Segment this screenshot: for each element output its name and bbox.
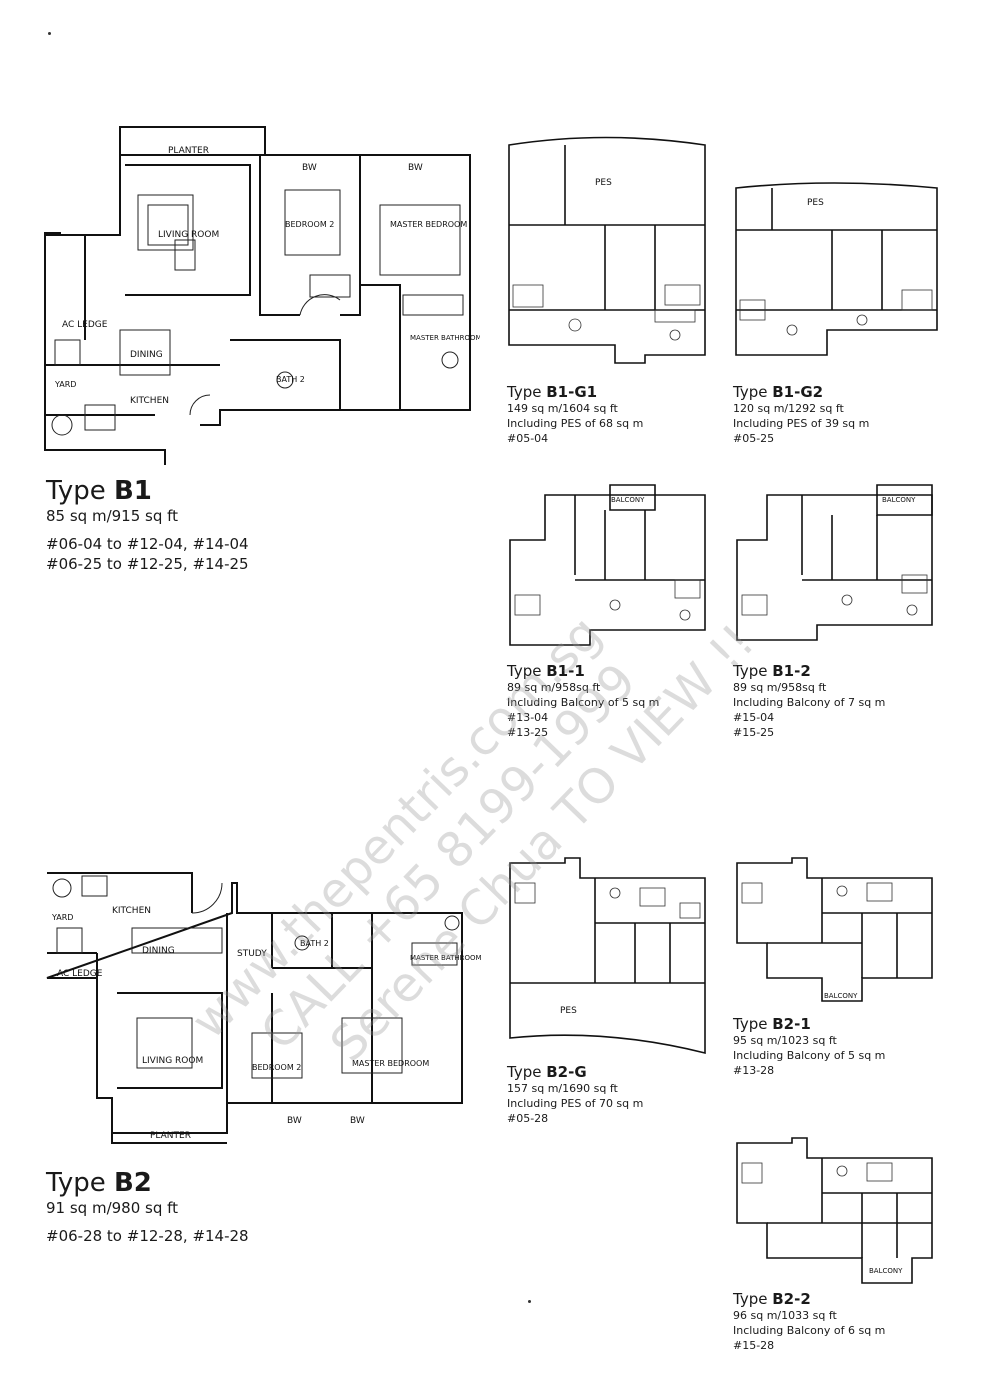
type-title: Type B2 [46,1168,152,1198]
type-title: Type B1-2 [733,662,811,680]
stack-line: #05-04 [507,432,549,445]
label-balcony: BALCONY [611,496,645,504]
floor-plan-b2-1: BALCONY [732,853,942,1008]
label-bedroom2: BEDROOM 2 [285,220,334,229]
stack-line: #15-25 [733,726,775,739]
type-area: 85 sq m/915 sq ft [46,507,179,525]
speck [48,32,51,35]
type-note: Including Balcony of 5 sq m [733,1049,886,1062]
type-title: Type B2-G [507,1063,587,1081]
type-note: Including PES of 39 sq m [733,417,870,430]
label-bw-2: BW [408,163,423,173]
label-ac-ledge: AC LEDGE [57,969,103,979]
speck [528,1300,531,1303]
type-title: Type B1-1 [507,662,585,680]
caption-b2-g: Type B2-G 157 sq m/1690 sq ft Including … [507,1063,727,1126]
type-area: 157 sq m/1690 sq ft [507,1082,618,1095]
label-bw-1: BW [302,163,317,173]
label-bw-2: BW [350,1116,365,1126]
label-living-room: LIVING ROOM [158,230,219,240]
floor-plan-b1-g2: PES [732,180,942,370]
type-area: 89 sq m/958sq ft [507,681,601,694]
caption-b1-g2: Type B1-G2 120 sq m/1292 sq ft Including… [733,383,953,446]
caption-b2-1: Type B2-1 95 sq m/1023 sq ft Including B… [733,1015,953,1078]
label-bw-1: BW [287,1116,302,1126]
label-planter: PLANTER [150,1131,191,1141]
type-note: Including Balcony of 7 sq m [733,696,886,709]
type-title: Type B1-G2 [733,383,824,401]
type-title: Type B1-G1 [507,383,598,401]
stack-line: #13-04 [507,711,549,724]
label-master-bathroom: MASTER BATHROOM [410,954,482,962]
floor-plan-b1-1: BALCONY [505,480,715,655]
floor-plan-b1-2: BALCONY [732,480,942,655]
label-dining: DINING [130,350,163,360]
label-balcony: BALCONY [869,1267,903,1275]
label-master-bedroom: MASTER BEDROOM [390,220,467,229]
floor-plan-b1-g1: PES [505,135,715,370]
stack-line: #06-28 to #12-28, #14-28 [46,1227,249,1245]
label-study: STUDY [237,949,267,959]
label-planter: PLANTER [168,146,209,156]
type-area: 89 sq m/958sq ft [733,681,827,694]
floor-plan-b2-g: PES [505,853,715,1063]
label-pes: PES [807,198,824,208]
caption-b1: Type B1 85 sq m/915 sq ft #06-04 to #12-… [46,476,346,574]
stack-line: #13-25 [507,726,549,739]
stack-line: #15-28 [733,1339,775,1352]
type-title: Type B2-2 [733,1290,811,1308]
type-area: 96 sq m/1033 sq ft [733,1309,837,1322]
label-living-room: LIVING ROOM [142,1056,203,1066]
label-pes: PES [560,1006,577,1016]
label-balcony: BALCONY [824,992,858,1000]
label-ac-ledge: AC LEDGE [62,320,108,330]
caption-b1-1: Type B1-1 89 sq m/958sq ft Including Bal… [507,662,727,740]
type-note: Including PES of 68 sq m [507,417,644,430]
type-area: 149 sq m/1604 sq ft [507,402,618,415]
caption-b1-g1: Type B1-G1 149 sq m/1604 sq ft Including… [507,383,727,446]
type-title: Type B2-1 [733,1015,811,1033]
type-note: Including Balcony of 5 sq m [507,696,660,709]
floor-plan-b2-2: BALCONY [732,1133,942,1288]
label-bedroom2: BEDROOM 2 [252,1063,301,1072]
label-master-bathroom: MASTER BATHROOM [410,334,480,342]
caption-b1-2: Type B1-2 89 sq m/958sq ft Including Bal… [733,662,953,740]
stack-line: #05-25 [733,432,775,445]
stack-line: #05-28 [507,1112,549,1125]
caption-b2-2: Type B2-2 96 sq m/1033 sq ft Including B… [733,1290,953,1353]
label-pes: PES [595,178,612,188]
type-title: Type B1 [46,476,152,506]
floor-plan-b2: KITCHEN YARD DINING AC LEDGE STUDY BATH … [42,868,482,1153]
label-dining: DINING [142,946,175,956]
type-area: 95 sq m/1023 sq ft [733,1034,837,1047]
type-note: Including PES of 70 sq m [507,1097,644,1110]
stack-line: #13-28 [733,1064,775,1077]
type-note: Including Balcony of 6 sq m [733,1324,886,1337]
label-balcony: BALCONY [882,496,916,504]
label-bath2: BATH 2 [276,375,305,384]
label-kitchen: KITCHEN [112,906,151,916]
label-kitchen: KITCHEN [130,396,169,406]
stack-line: #06-25 to #12-25, #14-25 [46,555,249,573]
stack-line: #06-04 to #12-04, #14-04 [46,535,249,553]
floor-plan-b1: PLANTER BW BW LIVING ROOM BEDROOM 2 MAST… [40,125,480,465]
type-area: 91 sq m/980 sq ft [46,1199,179,1217]
label-yard: YARD [51,913,73,922]
caption-b2: Type B2 91 sq m/980 sq ft #06-28 to #12-… [46,1168,346,1246]
label-yard: YARD [54,380,76,389]
label-master-bedroom: MASTER BEDROOM [352,1059,429,1068]
label-bath2: BATH 2 [300,939,329,948]
type-area: 120 sq m/1292 sq ft [733,402,844,415]
stack-line: #15-04 [733,711,775,724]
